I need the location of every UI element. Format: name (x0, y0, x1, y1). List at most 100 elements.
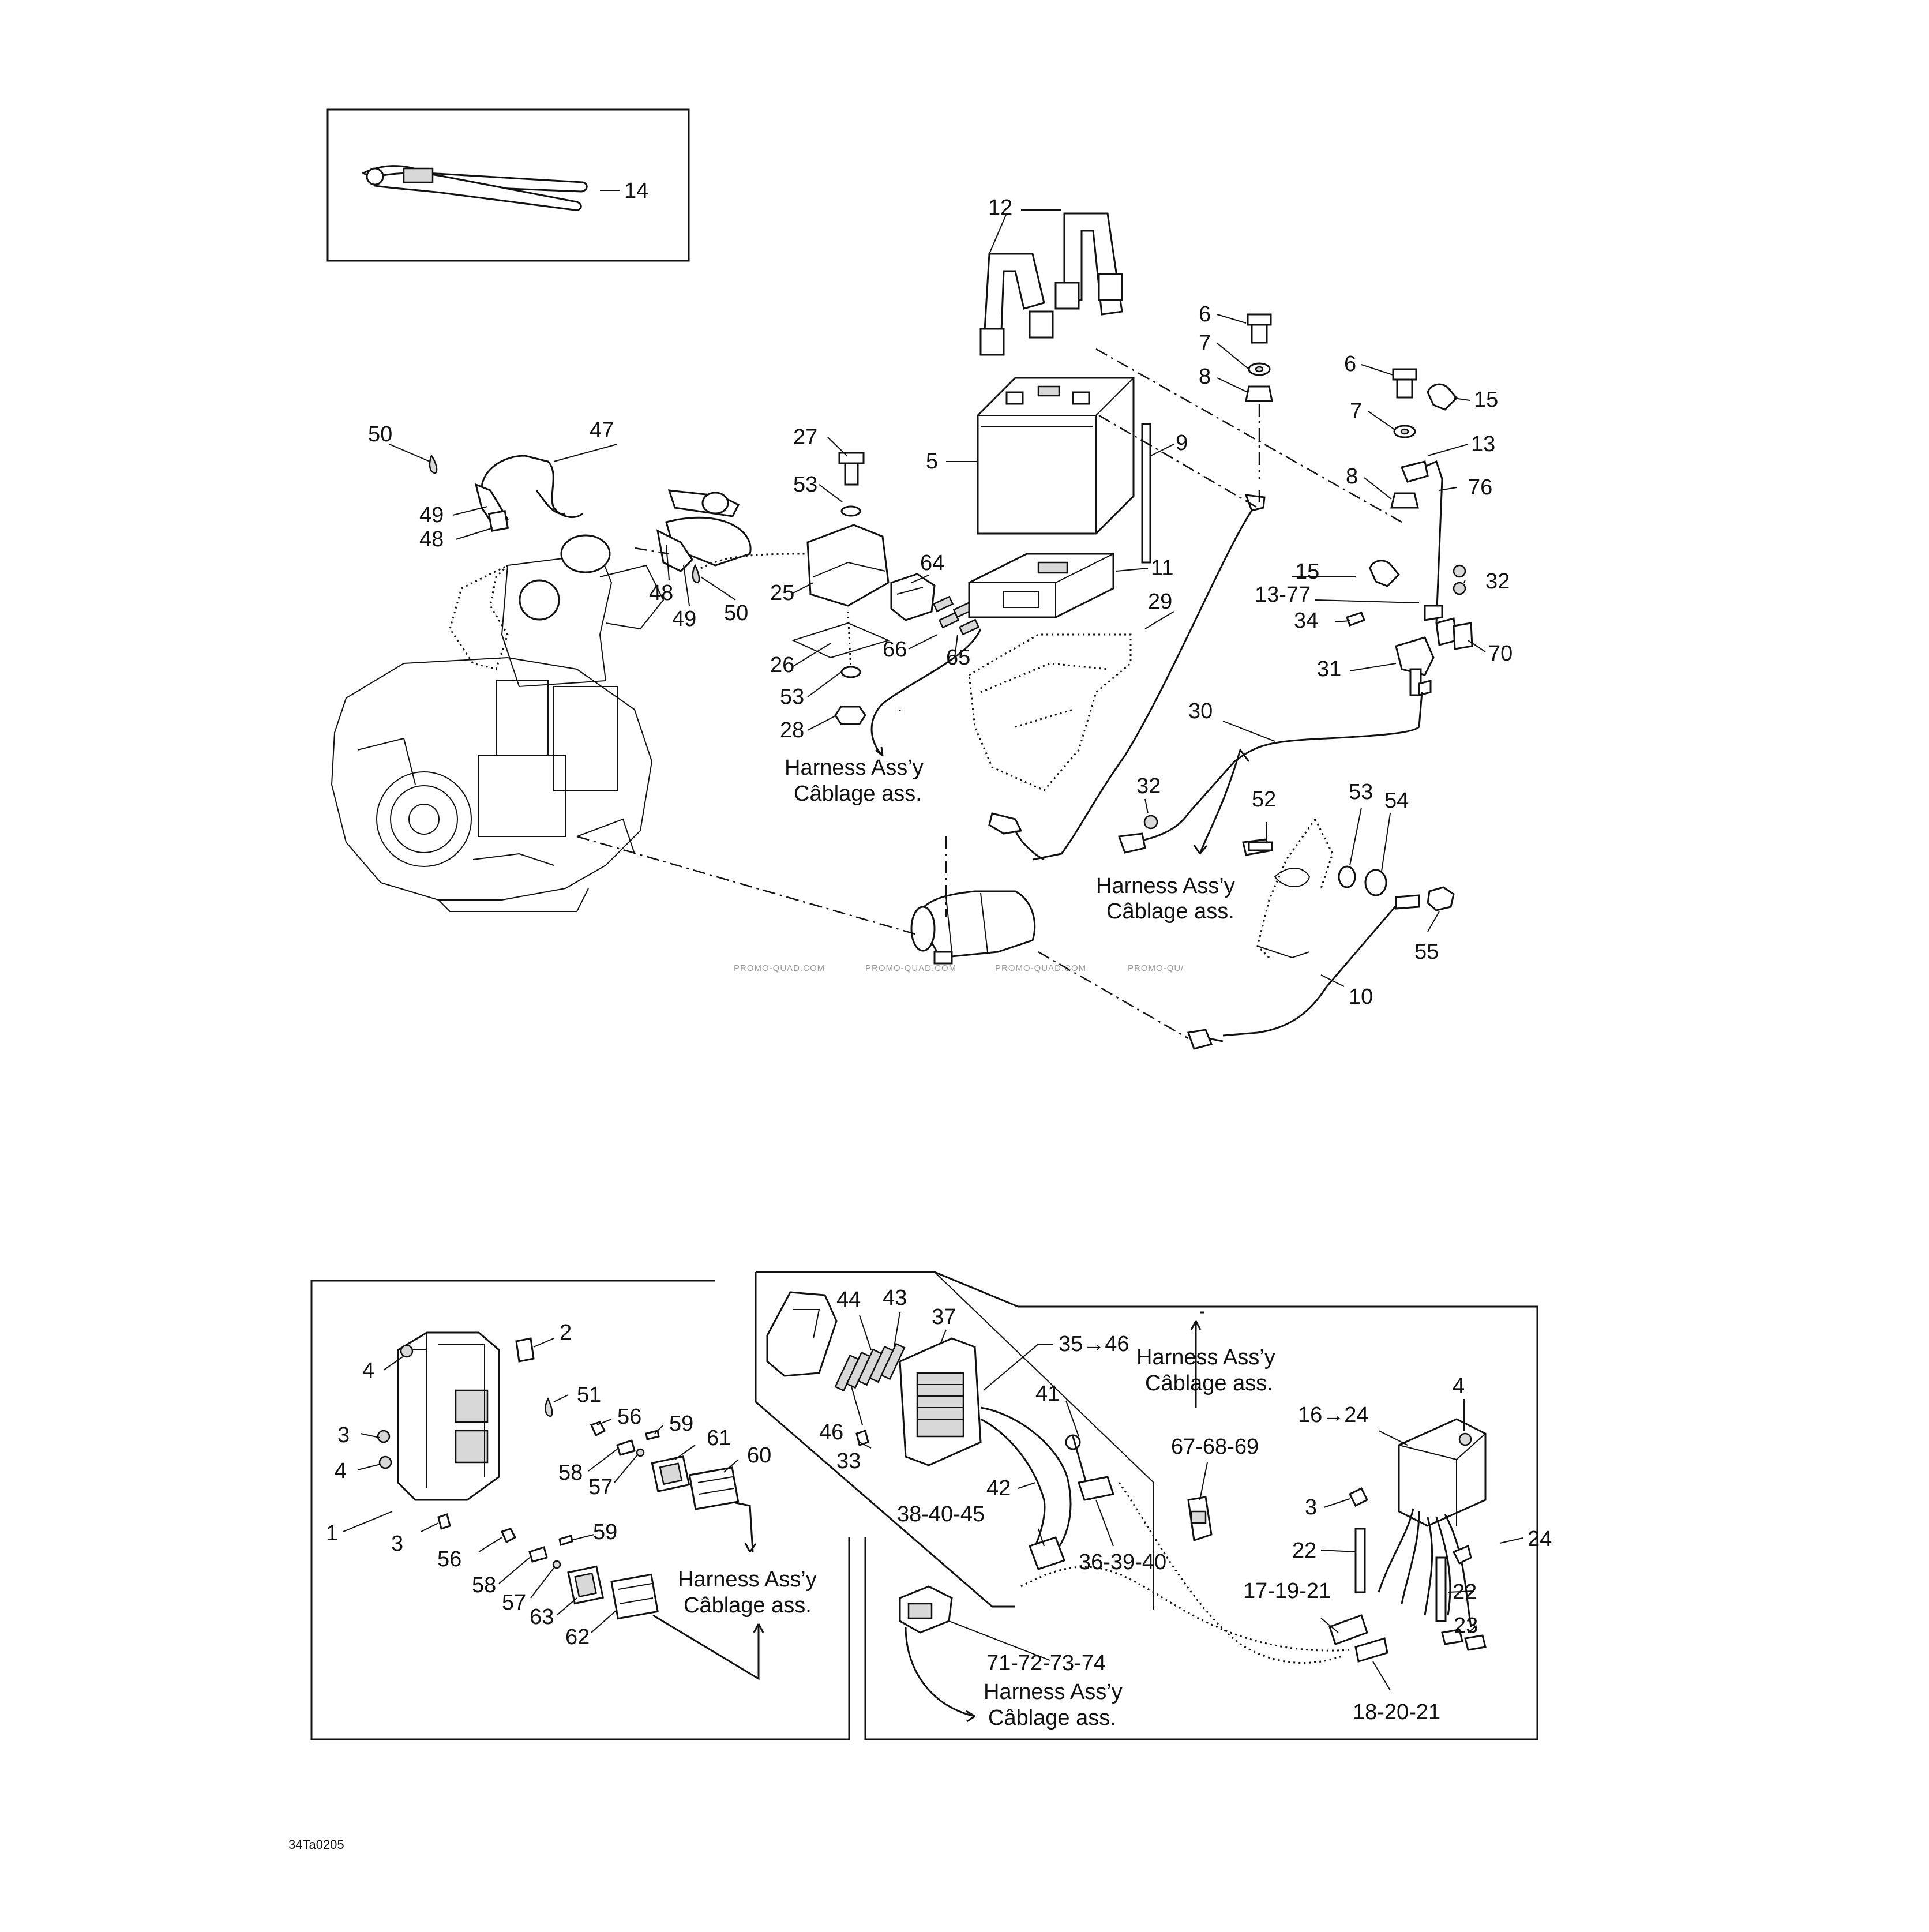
callout-17-19-21: 17-19-21 (1243, 1579, 1331, 1603)
callout-43: 43 (883, 1286, 907, 1310)
callout-38-40-45: 38-40-45 (897, 1502, 985, 1526)
callout-15: 15 (1474, 388, 1498, 412)
callout-53b: 53 (780, 685, 804, 709)
callout-54: 54 (1384, 789, 1409, 813)
callout-22: 22 (1292, 1539, 1316, 1563)
callout-leaders-top (389, 190, 1486, 987)
harness-label-en: Harness Ass’y (984, 1680, 1123, 1704)
ignition-coil (791, 452, 890, 725)
callout-58: 58 (558, 1461, 583, 1485)
battery (977, 377, 1135, 535)
callout-5: 5 (926, 449, 938, 474)
watermark: PROMO-QUAD.COM (995, 963, 1086, 973)
callout-7: 7 (1199, 331, 1211, 355)
callout-58b: 58 (472, 1573, 496, 1597)
harness-label-en: Harness Ass’y (678, 1567, 817, 1592)
callout-41: 41 (1035, 1382, 1060, 1406)
callout-53c: 53 (1349, 780, 1373, 804)
cdi-module (1328, 1418, 1487, 1663)
callout-28: 28 (780, 718, 804, 742)
callout-9: 9 (1176, 431, 1188, 455)
connector-71 (899, 1585, 953, 1634)
lower-right-leaders (850, 1311, 1523, 1723)
callout-66: 66 (883, 637, 907, 662)
callout-61: 61 (707, 1426, 731, 1450)
callout-59: 59 (669, 1412, 693, 1436)
callout-3b: 3 (391, 1532, 403, 1556)
callout-63: 63 (530, 1605, 554, 1629)
battery-straps (979, 212, 1123, 356)
positive-cable (1400, 460, 1443, 624)
callout-62: 62 (565, 1625, 590, 1649)
hardware-stack-right (1369, 368, 1458, 587)
callout-4: 4 (362, 1359, 374, 1383)
callout-29: 29 (1148, 590, 1172, 614)
figure-code: 34Ta0205 (288, 1837, 344, 1852)
harness-label-fr: Câblage ass. (794, 782, 922, 806)
callout-34: 34 (1294, 609, 1318, 633)
callout-56b: 56 (437, 1547, 461, 1571)
callout-14: 14 (624, 179, 648, 203)
harness-label-fr: Câblage ass. (1106, 899, 1234, 924)
callout-37: 37 (932, 1305, 956, 1329)
callout-76: 76 (1468, 475, 1492, 500)
lower-left-panel (310, 1280, 850, 1740)
callout-36-39-40: 36-39-40 (1079, 1550, 1166, 1574)
callout-16-24: 16→24 (1298, 1403, 1369, 1427)
callout-22b: 22 (1453, 1580, 1477, 1604)
callout-50b: 50 (724, 601, 748, 625)
callout-27: 27 (793, 425, 817, 449)
callout-60: 60 (747, 1443, 771, 1468)
callout-33: 33 (836, 1449, 861, 1473)
watermarks: PROMO-QUAD.COM PROMO-QUAD.COM PROMO-QUAD… (734, 963, 1183, 973)
callout-25: 25 (770, 581, 794, 605)
callout-31: 31 (1317, 657, 1341, 681)
callout-23: 23 (1454, 1614, 1478, 1638)
frame-section (968, 633, 1132, 791)
vent-tube (1141, 423, 1151, 564)
connector-upper (590, 1421, 740, 1510)
harness-label-en: Harness Ass’y (785, 756, 924, 780)
lower-right-panel (755, 1271, 1538, 1740)
rectifier-cover (766, 1291, 838, 1377)
harness-label-fr: Câblage ass. (988, 1706, 1116, 1730)
callout-26: 26 (770, 653, 794, 677)
assembly-guides (576, 348, 1402, 1040)
voltage-regulator-housing (397, 1331, 500, 1501)
callout-15b: 15 (1295, 560, 1319, 584)
watermark: PROMO-QUAD.COM (865, 963, 956, 973)
callout-13: 13 (1471, 432, 1495, 456)
callout-35-46: 35→46 (1059, 1332, 1129, 1356)
callout-8b: 8 (1346, 464, 1358, 489)
hardware-stack-left (1245, 313, 1273, 402)
callout-56: 56 (617, 1405, 641, 1429)
ignition-cable (429, 454, 752, 584)
callout-12: 12 (988, 196, 1012, 220)
callout-2: 2 (560, 1320, 572, 1345)
harness-arrows-top (875, 746, 1250, 854)
lower-left-leaders (343, 1338, 764, 1680)
crimp-tool (361, 165, 588, 211)
terminal-set (834, 1342, 906, 1392)
callout-55: 55 (1414, 940, 1439, 964)
harness-label-en: Harness Ass’y (1136, 1345, 1275, 1370)
coil-connector (870, 573, 982, 757)
callout-42: 42 (986, 1476, 1011, 1500)
callout-49b: 49 (672, 607, 696, 631)
callout-47: 47 (590, 418, 614, 442)
harness-labels: Harness Ass’y Câblage ass. Harness Ass’y… (678, 756, 1275, 1730)
callout-46: 46 (819, 1420, 843, 1445)
callout-65: 65 (946, 646, 970, 670)
starter-solenoid (1143, 564, 1473, 830)
connector-67 (1187, 1496, 1213, 1541)
callout-48b: 48 (649, 581, 673, 605)
callout-48: 48 (419, 527, 444, 552)
callout-8: 8 (1199, 365, 1211, 389)
callout-59b: 59 (593, 1520, 617, 1544)
callout-13-77: 13-77 (1255, 583, 1311, 607)
callout-49: 49 (419, 503, 444, 527)
harness-label-en: Harness Ass’y (1096, 874, 1235, 898)
callout-70: 70 (1488, 642, 1513, 666)
